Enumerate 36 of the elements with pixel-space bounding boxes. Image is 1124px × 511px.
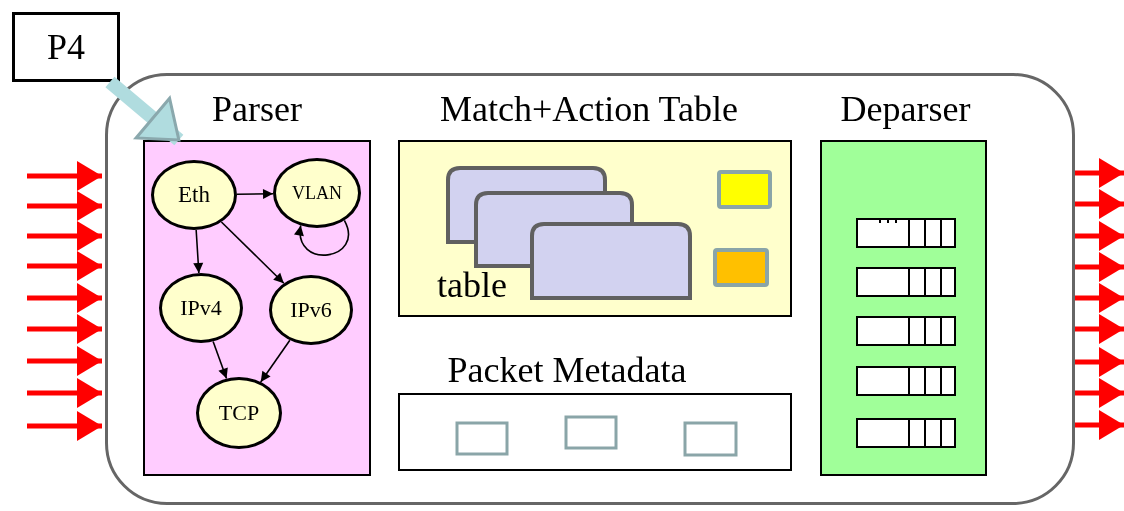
language-box [12,12,120,82]
transition-arrow [220,221,285,285]
input-packet-arrow [27,411,102,441]
state-label: VLAN [292,182,342,204]
input-packet-arrow [27,346,102,376]
table-label: table [437,266,507,306]
output-packet-arrow [1075,347,1124,377]
output-packet-arrow [1075,158,1124,188]
output-packet-arrow [1075,252,1124,282]
state-label: TCP [218,400,260,426]
transition-arrow [295,219,349,256]
state-label: Eth [178,182,210,208]
section-heading: Parser [212,88,302,130]
transition-arrow [259,339,291,383]
section-heading: Deparser [840,88,971,130]
output-packet-arrow [1075,314,1124,344]
output-packet-arrow [1075,410,1124,440]
state-label: IPv4 [180,295,222,321]
state-label: IPv6 [290,297,332,323]
transition-arrow [236,188,274,199]
output-packet-arrow [1075,283,1124,313]
input-packet-arrow [27,283,102,313]
language-label: P4 [47,26,85,68]
section-heading: Match+Action Table [440,88,738,130]
input-packet-arrow [27,251,102,281]
input-packet-arrow [27,314,102,344]
output-packet-arrow [1075,221,1124,251]
transition-arrow [212,340,228,380]
section-heading: Packet Metadata [447,349,687,391]
output-packet-arrow [1075,378,1124,408]
input-packet-arrow [27,221,102,251]
input-packet-arrow [27,161,102,191]
input-packet-arrow [27,191,102,221]
input-packet-arrow [27,378,102,408]
output-packet-arrow [1075,189,1124,219]
transition-arrow [193,229,204,274]
